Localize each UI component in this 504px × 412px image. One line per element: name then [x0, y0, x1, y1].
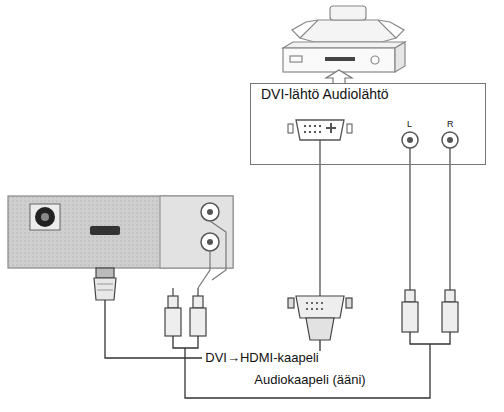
game-console	[292, 6, 404, 42]
receiver-device	[8, 196, 233, 268]
dvi-plug	[288, 296, 352, 340]
cables	[105, 300, 450, 398]
audio-output-jacks	[402, 132, 458, 148]
rca-plugs-right	[402, 290, 458, 332]
channel-label: R	[444, 119, 457, 129]
source-arrow	[326, 70, 352, 83]
plug-leads	[320, 140, 450, 296]
channel-label: L	[404, 119, 415, 129]
rca-plugs-left	[165, 221, 226, 336]
panel-heading: DVI-lähtö Audiolähtö	[251, 84, 485, 104]
hdmi-plug	[94, 268, 116, 300]
dvd-player	[283, 42, 405, 72]
dvi-output-port	[288, 120, 352, 140]
cable-label: DVI→HDMI-kaapeli	[202, 351, 321, 366]
cable-label: Audiokaapeli (ääni)	[251, 373, 368, 388]
